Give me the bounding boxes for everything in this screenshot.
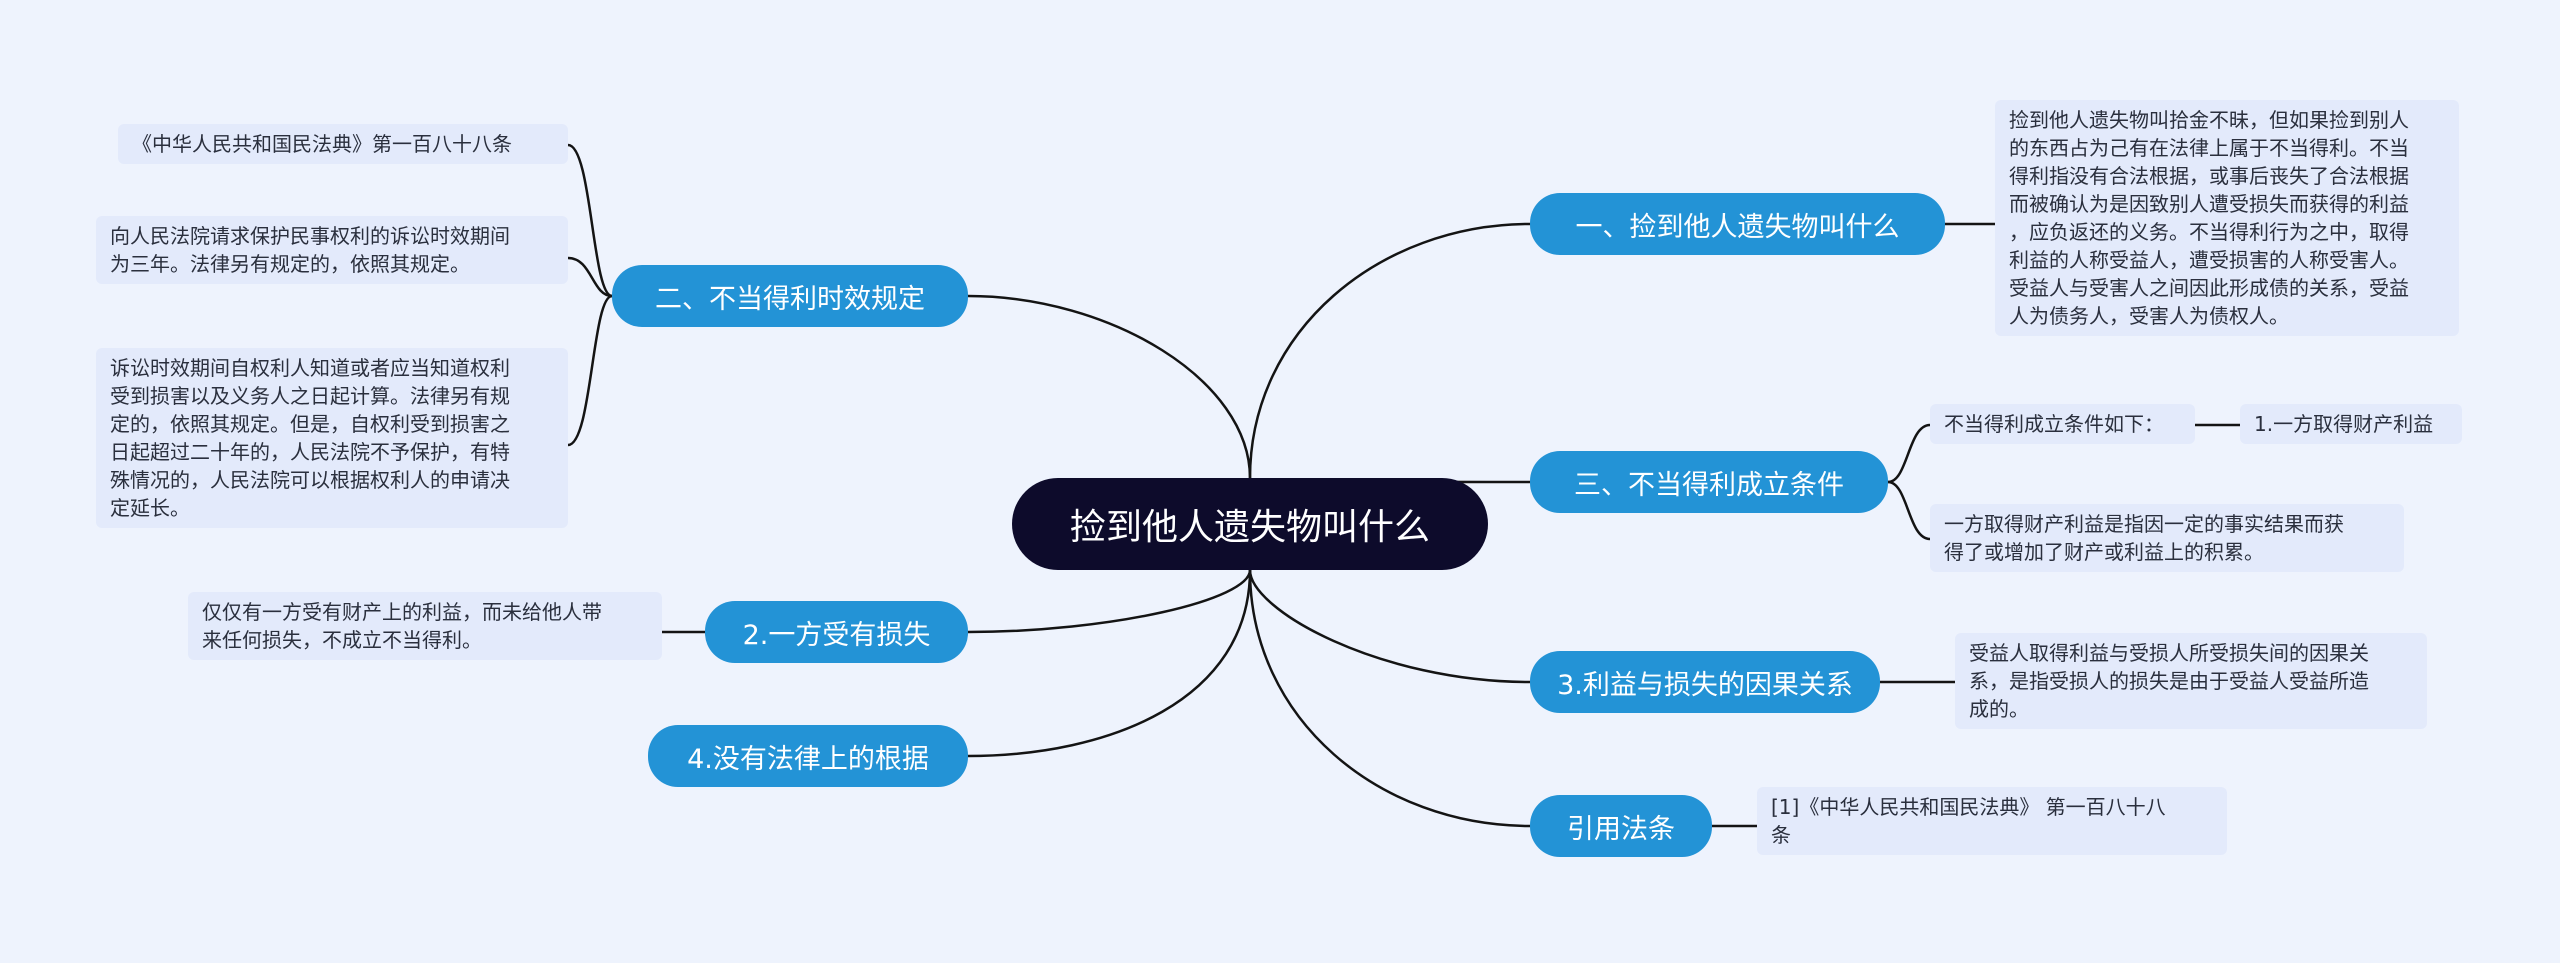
leaf-cited-law-detail: [1]《中华人民共和国民法典》 第一百八十八 条 (1757, 787, 2227, 855)
leaf-limitation-start: 诉讼时效期间自权利人知道或者应当知道权利 受到损害以及义务人之日起计算。法律另有… (96, 348, 568, 528)
leaf-gain-property: 1.一方取得财产利益 (2240, 404, 2462, 444)
leaf-limitation-period: 向人民法院请求保护民事权利的诉讼时效期间 为三年。法律另有规定的，依照其规定。 (96, 216, 568, 284)
branch-one-party-loss[interactable]: 2.一方受有损失 (705, 601, 968, 663)
branch-conditions[interactable]: 三、不当得利成立条件 (1530, 451, 1888, 513)
branch-cited-law[interactable]: 引用法条 (1530, 795, 1712, 857)
leaf-causal-detail: 受益人取得利益与受损人所受损失间的因果关 系，是指受损人的损失是由于受益人受益所… (1955, 633, 2427, 729)
leaf-one-party-loss-detail: 仅仅有一方受有财产上的利益，而未给他人带 来任何损失，不成立不当得利。 (188, 592, 662, 660)
leaf-civil-code-article: 《中华人民共和国民法典》第一百八十八条 (118, 124, 568, 164)
leaf-pickup-definition: 捡到他人遗失物叫拾金不昧，但如果捡到别人 的东西占为己有在法律上属于不当得利。不… (1995, 100, 2459, 336)
central-topic[interactable]: 捡到他人遗失物叫什么 (1012, 478, 1488, 570)
branch-pickup-lost-property[interactable]: 一、捡到他人遗失物叫什么 (1530, 193, 1945, 255)
branch-limitation-rules[interactable]: 二、不当得利时效规定 (612, 265, 968, 327)
leaf-conditions-intro: 不当得利成立条件如下： (1930, 404, 2195, 444)
leaf-gain-property-detail: 一方取得财产利益是指因一定的事实结果而获 得了或增加了财产或利益上的积累。 (1930, 504, 2404, 572)
branch-no-legal-basis[interactable]: 4.没有法律上的根据 (648, 725, 968, 787)
branch-causal-relation[interactable]: 3.利益与损失的因果关系 (1530, 651, 1880, 713)
